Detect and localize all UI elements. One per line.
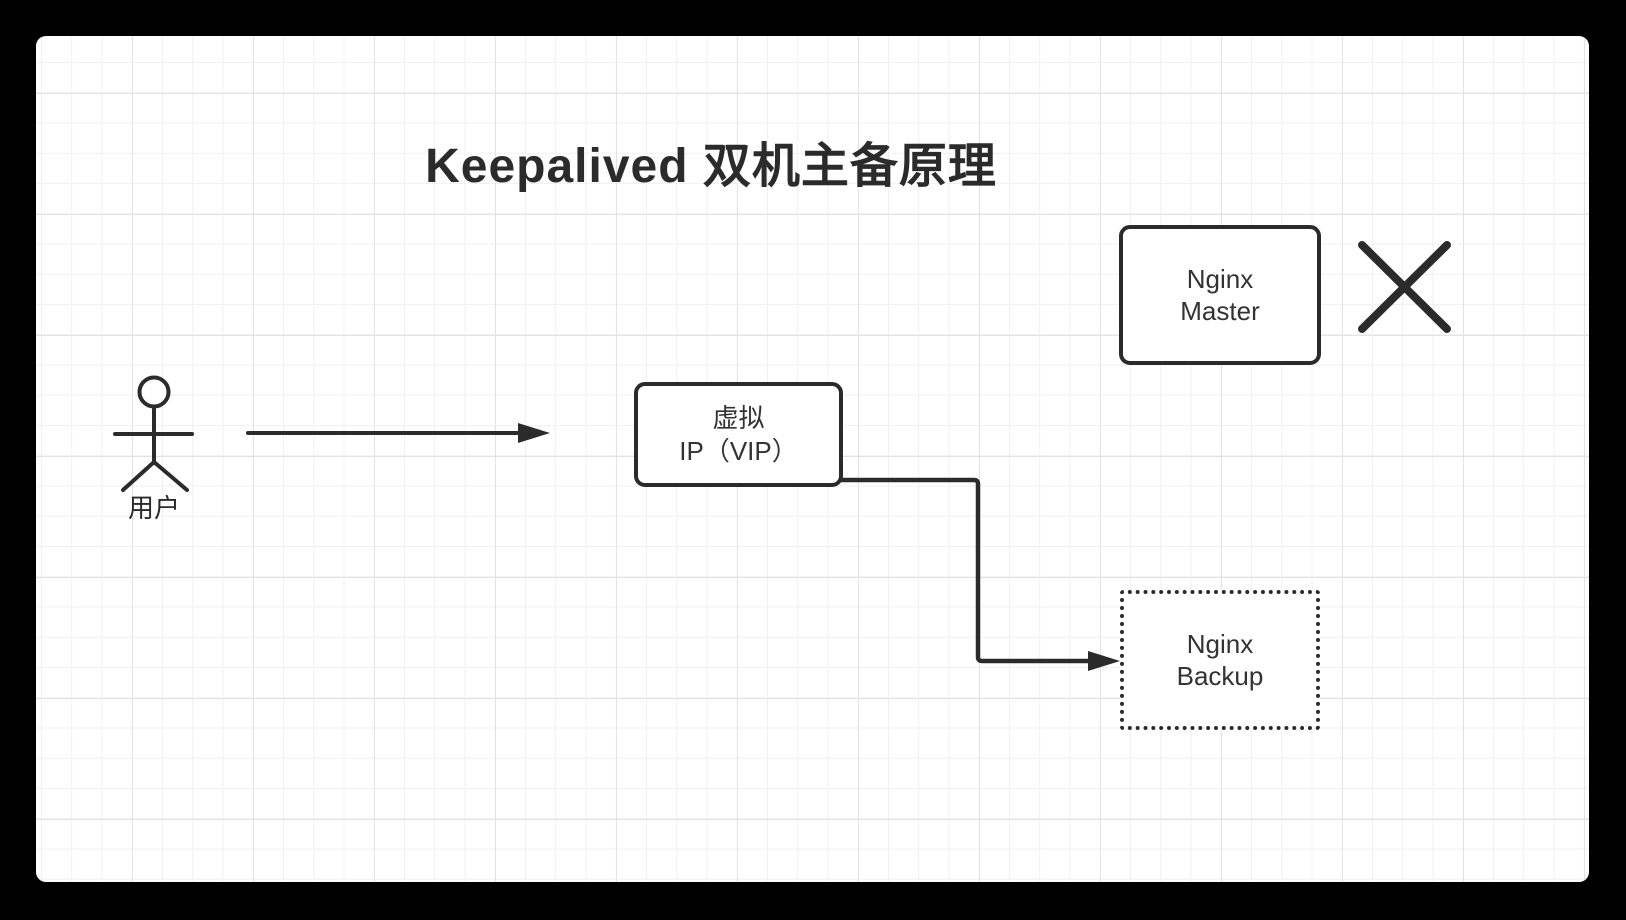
arrow-user-to-vip[interactable] — [246, 423, 550, 443]
user-actor-figure[interactable] — [113, 375, 194, 492]
arrow-vip-to-backup-shaft — [835, 477, 1095, 664]
user-actor-label: 用户 — [127, 493, 180, 523]
node-nginx-backup-label-line1: Nginx — [1186, 628, 1254, 659]
node-nginx-backup[interactable]: Nginx Backup — [1120, 590, 1320, 730]
actor-head — [137, 375, 171, 409]
node-nginx-backup-label-line2: Backup — [1176, 661, 1264, 691]
shapes-layer — [113, 241, 1451, 671]
whiteboard-canvas[interactable]: Keepalived 双机主备原理 — [36, 36, 1589, 882]
actor-leg-right — [152, 460, 189, 492]
arrow-user-to-vip-head — [518, 423, 550, 443]
node-nginx-master[interactable]: Nginx Master — [1119, 225, 1321, 365]
node-virtual-ip-label-line1: 虚拟 — [712, 403, 765, 433]
arrow-vip-to-backup-head — [1088, 651, 1120, 671]
x-cross-icon[interactable] — [1358, 241, 1451, 333]
x-cross-stroke-2 — [1358, 241, 1451, 333]
node-nginx-master-label-line2: Master — [1180, 296, 1260, 326]
diagram-title: Keepalived 双机主备原理 — [425, 140, 997, 193]
arrow-vip-to-backup[interactable] — [835, 477, 1120, 671]
node-nginx-master-label-line1: Nginx — [1186, 263, 1254, 294]
node-virtual-ip-label-line2: IP（VIP） — [679, 435, 798, 466]
node-virtual-ip[interactable]: 虚拟 IP（VIP） — [634, 382, 843, 487]
actor-leg-left — [121, 460, 156, 492]
